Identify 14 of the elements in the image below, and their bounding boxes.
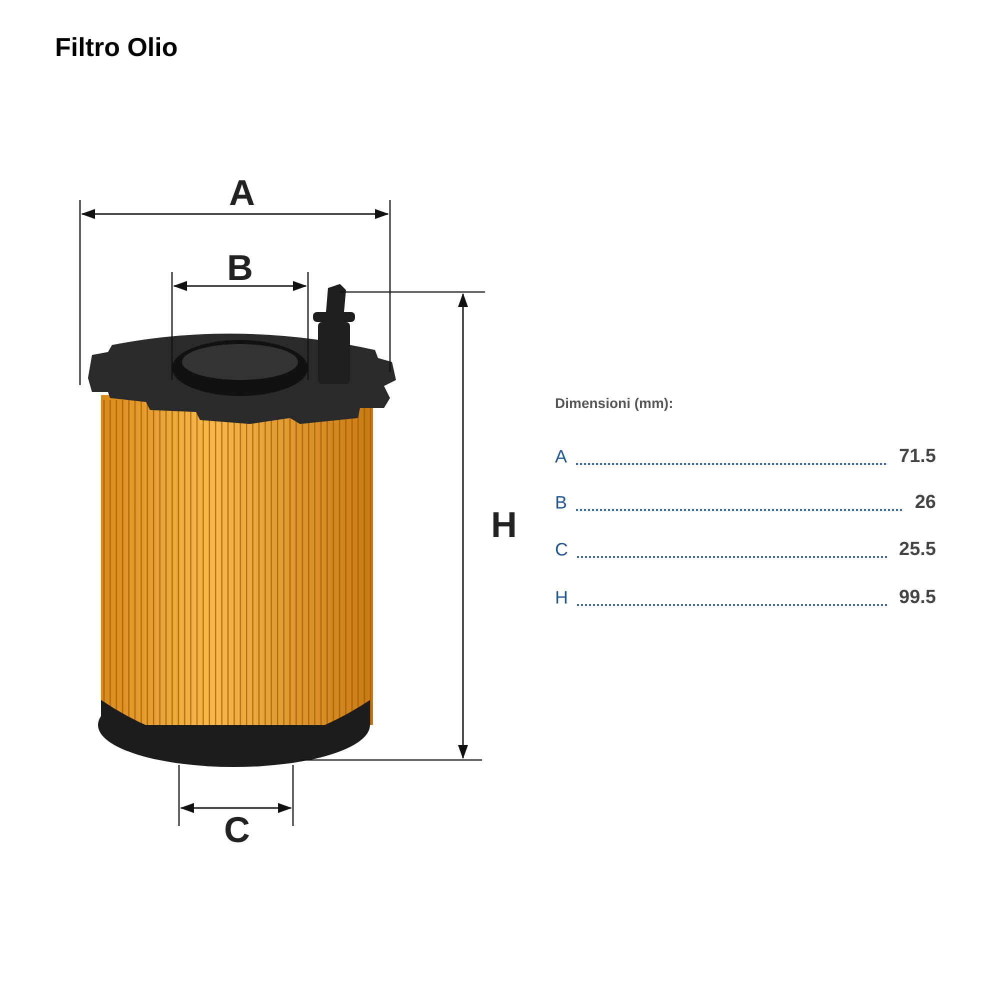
dimension-letter: B xyxy=(227,247,253,289)
dimension-value: 99.5 xyxy=(899,587,936,609)
table-heading: Dimensioni (mm): xyxy=(555,395,674,411)
dimension-letter: C xyxy=(555,540,568,560)
dimension-letter: H xyxy=(491,504,517,546)
dimension-value: 71.5 xyxy=(899,446,936,468)
dimension-value: 25.5 xyxy=(899,539,936,561)
dimension-letter: H xyxy=(555,588,568,608)
dimension-letter: A xyxy=(555,446,568,468)
dimension-letter: A xyxy=(229,172,255,214)
dimension-letter: C xyxy=(224,809,250,851)
dimension-letter: B xyxy=(555,492,568,514)
dimension-value: 26 xyxy=(914,492,936,514)
title: Filtro Olio xyxy=(55,32,178,63)
